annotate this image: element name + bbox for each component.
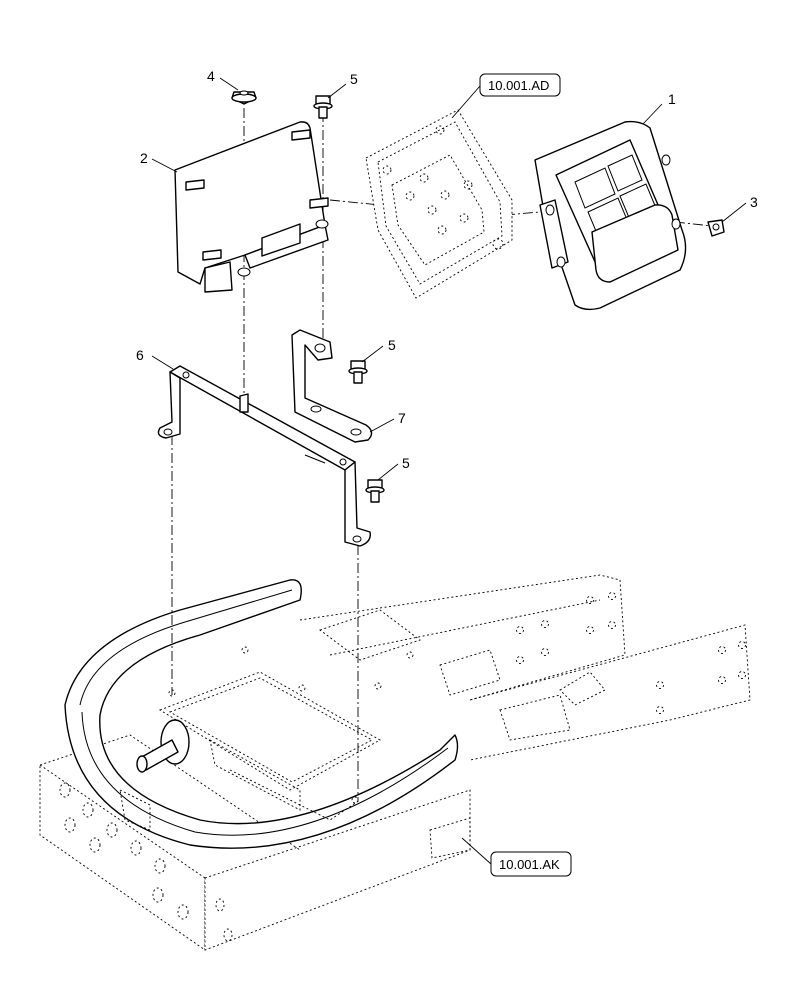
callout-item-2: 2 (140, 150, 148, 166)
bolt-5-top (313, 95, 333, 119)
leader-lines (151, 77, 747, 865)
frame-holes-front (59, 782, 233, 942)
reference-label-frame: 10.001.AK (499, 857, 560, 872)
frame-holes-rail (516, 592, 746, 714)
callout-item-4: 4 (207, 68, 215, 84)
flange-nut-4 (231, 90, 257, 105)
controller-module-1 (534, 120, 687, 311)
small-bracket-7 (291, 329, 373, 443)
support-bracket-6 (157, 365, 371, 547)
callout-item-5-middle: 5 (388, 337, 396, 353)
bolt-5-middle (348, 360, 368, 384)
bolt-5-lower (365, 479, 385, 503)
reference-label-controller: 10.001.AD (488, 78, 549, 93)
mounting-bracket-plate (174, 121, 329, 293)
callout-labels: 1 2 3 4 5 5 5 6 7 (136, 68, 758, 471)
bracket-studs (185, 129, 329, 261)
callout-item-7: 7 (398, 410, 406, 426)
callout-item-5-top: 5 (350, 71, 358, 87)
callout-item-3: 3 (750, 194, 758, 210)
reference-box-frame[interactable]: 10.001.AK (490, 851, 572, 877)
reference-box-controller[interactable]: 10.001.AD (479, 73, 561, 97)
callout-item-5-lower: 5 (402, 455, 410, 471)
callout-item-6: 6 (136, 347, 144, 363)
nut-3 (707, 219, 725, 237)
chassis-frame (39, 574, 751, 951)
callout-item-1: 1 (668, 91, 676, 107)
phantom-circuit-board (365, 109, 513, 299)
